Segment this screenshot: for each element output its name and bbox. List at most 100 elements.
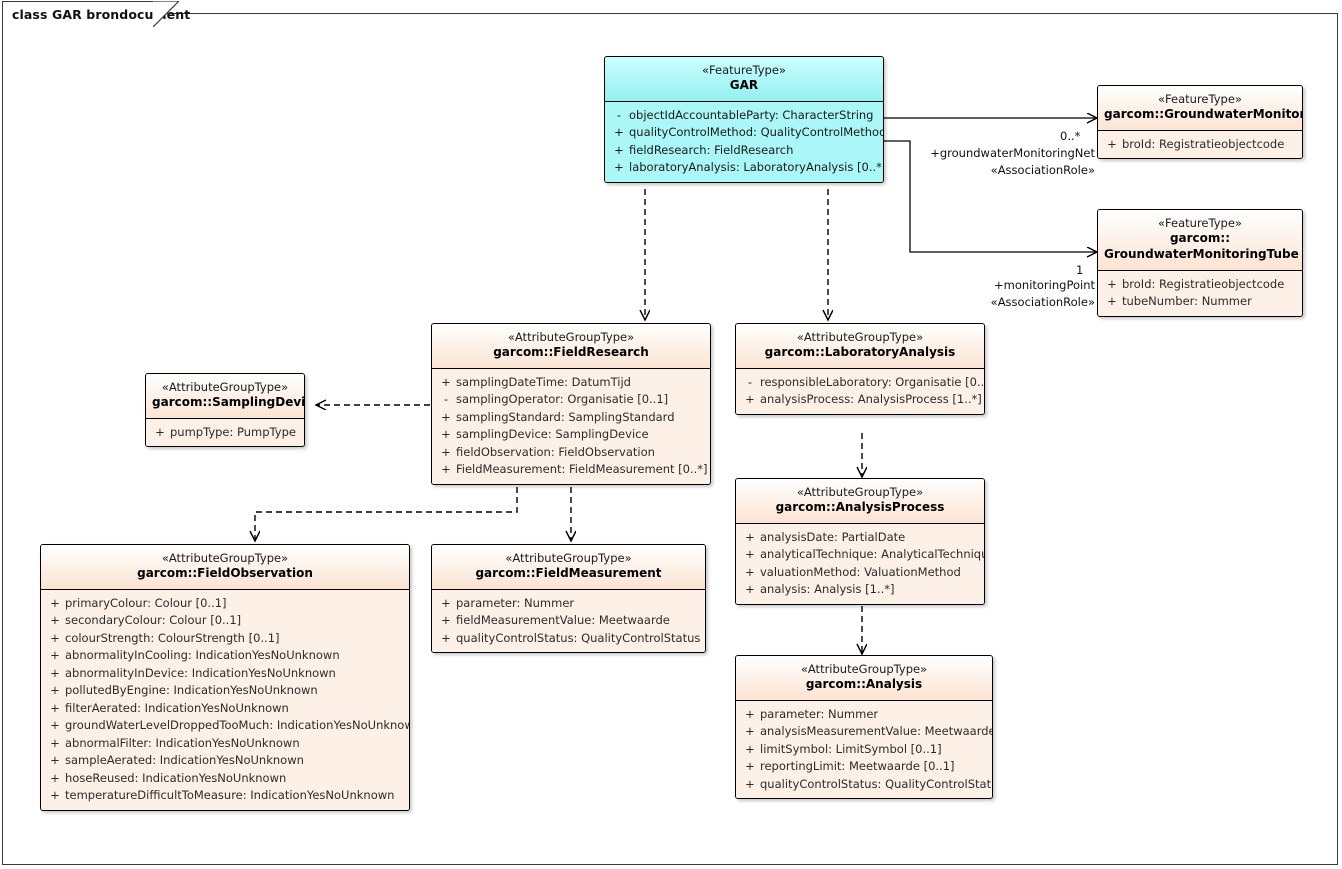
attribute-text: samplingDateTime: DatumTijd xyxy=(456,375,631,389)
class-fieldresearch[interactable]: «AttributeGroupType» garcom::FieldResear… xyxy=(431,323,711,485)
visibility-marker: - xyxy=(747,375,753,389)
visibility-marker: + xyxy=(745,759,755,774)
visibility-marker: + xyxy=(745,582,755,597)
attribute-text: qualityControlStatus: QualityControlStat… xyxy=(456,630,701,645)
attribute-text: reportingLimit: Meetwaarde [0..1] xyxy=(760,759,955,774)
attribute-row: +tubeNumber: Nummer xyxy=(1102,293,1298,310)
class-groundwatermonitoringtube-name-line1: garcom:: xyxy=(1169,231,1231,246)
attribute-text: temperatureDifficultToMeasure: Indicatio… xyxy=(65,788,395,803)
role-groundwatermonitoringnet: +groundwaterMonitoringNet xyxy=(930,146,1095,160)
multiplicity-gwmtube: 1 xyxy=(1076,263,1084,277)
class-fieldmeasurement[interactable]: «AttributeGroupType» garcom::FieldMeasur… xyxy=(431,544,706,654)
class-fieldresearch-stereotype: «AttributeGroupType» xyxy=(507,330,635,344)
visibility-marker: + xyxy=(50,753,60,768)
class-analysisprocess-header: «AttributeGroupType» garcom::AnalysisPro… xyxy=(736,479,984,524)
attribute-row: +fieldMeasurementValue: Meetwaarde xyxy=(436,612,701,629)
attribute-text: responsibleLaboratory: Organisatie [0..1… xyxy=(760,375,985,389)
class-analysisprocess[interactable]: «AttributeGroupType» garcom::AnalysisPro… xyxy=(735,478,985,605)
attribute-row: +hoseReused: IndicationYesNoUnknown xyxy=(45,770,405,787)
class-fieldmeasurement-attributes: +parameter: Nummer +fieldMeasurementValu… xyxy=(432,590,705,653)
visibility-marker: + xyxy=(745,392,755,407)
class-groundwatermonitoringnet[interactable]: «FeatureType» garcom::GroundwaterMonitor… xyxy=(1097,85,1303,160)
class-samplingdevice[interactable]: «AttributeGroupType» garcom::SamplingDev… xyxy=(145,373,305,448)
class-groundwatermonitoringnet-name: garcom::GroundwaterMonitoringNet xyxy=(1104,107,1302,122)
visibility-marker: + xyxy=(50,735,60,750)
visibility-marker: + xyxy=(745,564,755,579)
class-fieldobservation-header: «AttributeGroupType» garcom::FieldObserv… xyxy=(41,545,409,590)
visibility-marker: + xyxy=(50,770,60,785)
attribute-row: + groundWaterLevelDroppedTooMuch: Indicat… xyxy=(45,717,409,734)
diagram-title-tab: class GAR brondocument xyxy=(2,1,190,27)
attribute-row: +abnormalityInDevice: IndicationYesNoUnk… xyxy=(45,665,405,682)
attribute-row: + analysisMeasurementValue: Meetwaarde xyxy=(740,723,992,740)
class-fieldresearch-name: garcom::FieldResearch xyxy=(493,345,649,360)
class-gar-name: GAR xyxy=(729,78,759,93)
attribute-row: -objectIdAccountableParty: CharacterStri… xyxy=(609,107,879,124)
class-analysis-header: «AttributeGroupType» garcom::Analysis xyxy=(736,656,992,701)
attribute-text: samplingStandard: SamplingStandard xyxy=(456,409,675,424)
attribute-text: valuationMethod: ValuationMethod xyxy=(760,564,961,579)
class-samplingdevice-name: garcom::SamplingDevice xyxy=(152,395,305,410)
attribute-text: limitSymbol: LimitSymbol [0..1] xyxy=(760,741,942,756)
visibility-marker: + xyxy=(441,427,451,442)
attribute-row: +broId: Registratieobjectcode xyxy=(1102,276,1298,293)
class-fieldobservation[interactable]: «AttributeGroupType» garcom::FieldObserv… xyxy=(40,544,410,811)
class-laboratoryanalysis-attributes: -responsibleLaboratory: Organisatie [0..… xyxy=(736,369,984,414)
attribute-text: objectIdAccountableParty: CharacterStrin… xyxy=(629,108,874,122)
visibility-marker: + xyxy=(155,425,165,439)
attribute-row: + reportingLimit: Meetwaarde [0..1] xyxy=(740,758,988,775)
class-gar-header: «FeatureType» GAR xyxy=(605,57,883,102)
visibility-marker: - xyxy=(443,392,449,407)
visibility-marker: + xyxy=(50,700,60,715)
class-gar[interactable]: «FeatureType» GAR -objectIdAccountablePa… xyxy=(604,56,884,183)
class-samplingdevice-attributes: + pumpType: PumpType xyxy=(146,419,304,447)
attribute-row: +secondaryColour: Colour [0..1] xyxy=(45,612,405,629)
class-analysis-name: garcom::Analysis xyxy=(805,677,923,692)
attribute-row: -samplingOperator: Organisatie [0..1] xyxy=(436,391,706,408)
attribute-row: +fieldObservation: FieldObservation xyxy=(436,444,706,461)
class-groundwatermonitoringnet-attributes: +broId: Registratieobjectcode xyxy=(1098,131,1302,159)
attribute-text: parameter: Nummer xyxy=(456,596,575,610)
attribute-text: sampleAerated: IndicationYesNoUnknown xyxy=(65,753,304,768)
attribute-text: analysisMeasurementValue: Meetwaarde xyxy=(760,724,993,739)
visibility-marker: + xyxy=(614,160,624,175)
attribute-text: abnormalityInCooling: IndicationYesNoUnk… xyxy=(65,648,340,663)
attribute-text: pumpType: PumpType xyxy=(170,425,296,439)
attribute-row: + analysisProcess: AnalysisProcess [1..*] xyxy=(740,391,982,408)
attribute-text: colourStrength: ColourStrength [0..1] xyxy=(65,630,280,645)
visibility-marker: + xyxy=(50,613,60,628)
class-fieldobservation-name: garcom::FieldObservation xyxy=(137,566,313,581)
attribute-text: analysisProcess: AnalysisProcess [1..*] xyxy=(760,392,982,407)
visibility-marker: + xyxy=(745,707,755,721)
class-groundwatermonitoringtube[interactable]: «FeatureType» garcom:: GroundwaterMonito… xyxy=(1097,209,1303,317)
attribute-row: + valuationMethod: ValuationMethod xyxy=(740,564,980,581)
class-groundwatermonitoringnet-stereotype: «FeatureType» xyxy=(1158,92,1242,106)
visibility-marker: + xyxy=(745,776,755,791)
attribute-text: analyticalTechnique: AnalyticalTechnique xyxy=(760,547,985,562)
attribute-text: analysisDate: PartialDate xyxy=(760,530,906,544)
attribute-text: samplingOperator: Organisatie [0..1] xyxy=(456,392,669,407)
attribute-text: broId: Registratieobjectcode xyxy=(1122,137,1285,151)
class-groundwatermonitoringtube-name-line2: GroundwaterMonitoringTube xyxy=(1104,247,1299,261)
class-laboratoryanalysis[interactable]: «AttributeGroupType» garcom::LaboratoryA… xyxy=(735,323,985,415)
attribute-row: + parameter: Nummer xyxy=(740,706,988,723)
visibility-marker: + xyxy=(745,724,755,739)
class-analysis[interactable]: «AttributeGroupType» garcom::Analysis + p… xyxy=(735,655,993,800)
attribute-row: +laboratoryAnalysis: LaboratoryAnalysis … xyxy=(609,159,883,176)
role-monitoringpoint: +monitoringPoint xyxy=(994,278,1095,292)
attribute-row: +analysisDate: PartialDate xyxy=(740,529,980,546)
attribute-row: +samplingDateTime: DatumTijd xyxy=(436,374,706,391)
class-gar-stereotype: «FeatureType» xyxy=(702,63,786,77)
attribute-text: qualityControlMethod: QualityControlMeth… xyxy=(629,125,884,140)
attribute-text: groundWaterLevelDroppedTooMuch: Indicati… xyxy=(65,718,410,733)
attribute-row: +analyticalTechnique: AnalyticalTechniqu… xyxy=(740,546,984,563)
attribute-row: + sampleAerated: IndicationYesNoUnknown xyxy=(45,752,405,769)
attribute-text: parameter: Nummer xyxy=(760,707,879,721)
attribute-text: samplingDevice: SamplingDevice xyxy=(456,427,649,442)
class-analysisprocess-name: garcom::AnalysisProcess xyxy=(775,500,945,515)
class-samplingdevice-stereotype: «AttributeGroupType» xyxy=(161,380,289,394)
attribute-row: +abnormalFilter: IndicationYesNoUnknown xyxy=(45,735,405,752)
visibility-marker: + xyxy=(50,718,60,733)
visibility-marker: + xyxy=(441,462,451,477)
class-fieldmeasurement-name: garcom::FieldMeasurement xyxy=(475,566,662,581)
